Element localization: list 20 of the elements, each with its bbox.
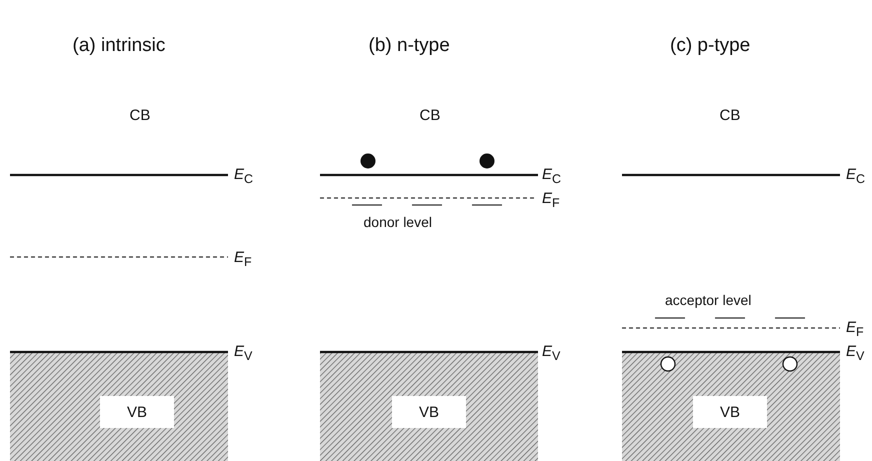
- energy-level-label: E$_{C}$: [542, 167, 562, 186]
- band-label-box: VB: [693, 396, 767, 428]
- band-label: CB: [130, 108, 150, 123]
- energy-level-label: E$_{V}$: [542, 344, 560, 362]
- band-label-box: VB: [100, 396, 174, 428]
- energy-level-label: E$_{F}$: [542, 191, 560, 210]
- energy-level-label: E$_{C}$: [234, 167, 254, 186]
- energy-level-label: E$_{F}$: [846, 320, 864, 338]
- panel-title: (a) intrinsic: [72, 36, 166, 55]
- band-label: CB: [420, 108, 440, 123]
- panel-title: (b) n-type: [368, 36, 450, 55]
- level-label: donor level: [364, 215, 432, 229]
- panel-title: (c) p-type: [670, 36, 750, 55]
- level-label: acceptor level: [665, 293, 752, 307]
- band-label: CB: [720, 108, 740, 123]
- energy-level-label: E$_{C}$: [846, 167, 866, 186]
- band-label-box: VB: [392, 396, 466, 428]
- energy-level-label: E$_{V}$: [846, 344, 864, 362]
- energy-level-label: E$_{F}$: [234, 250, 252, 268]
- energy-level-label: E$_{V}$: [234, 344, 252, 362]
